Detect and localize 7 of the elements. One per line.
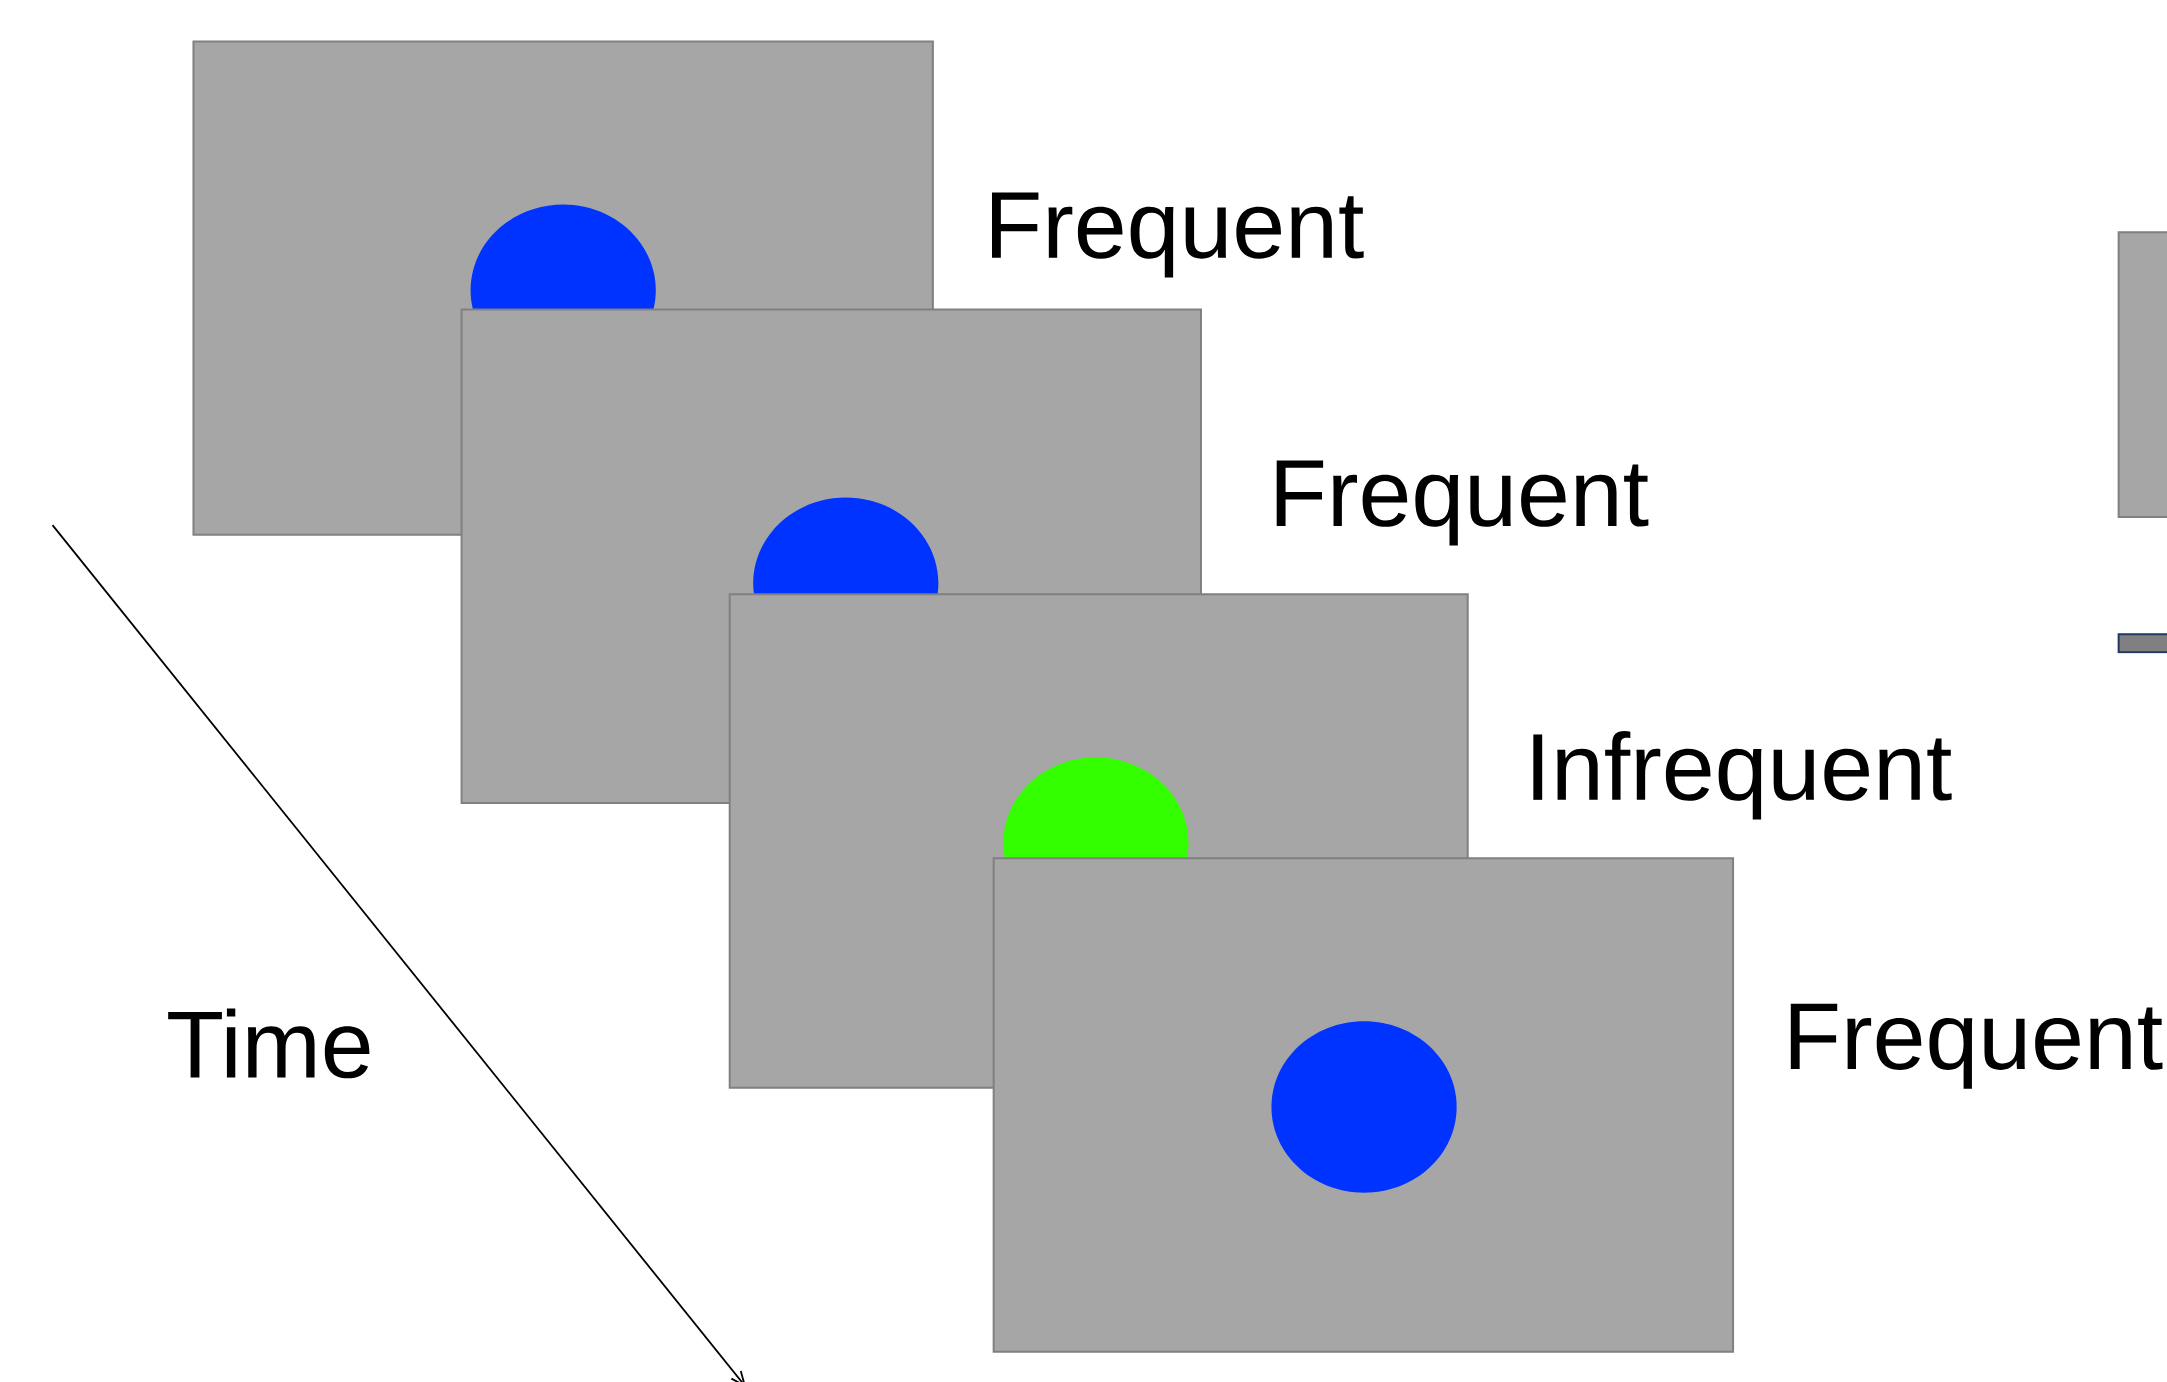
axis-label: Time xyxy=(168,1008,370,1079)
condition-label: Frequent xyxy=(1790,1003,2163,1089)
condition-label: Frequent xyxy=(992,192,1364,278)
screen-box xyxy=(992,857,1735,1353)
stimulus-circle xyxy=(1271,1021,1457,1193)
condition-label: Infrequent xyxy=(1533,731,1952,820)
condition-label: Frequent xyxy=(1276,460,1649,546)
